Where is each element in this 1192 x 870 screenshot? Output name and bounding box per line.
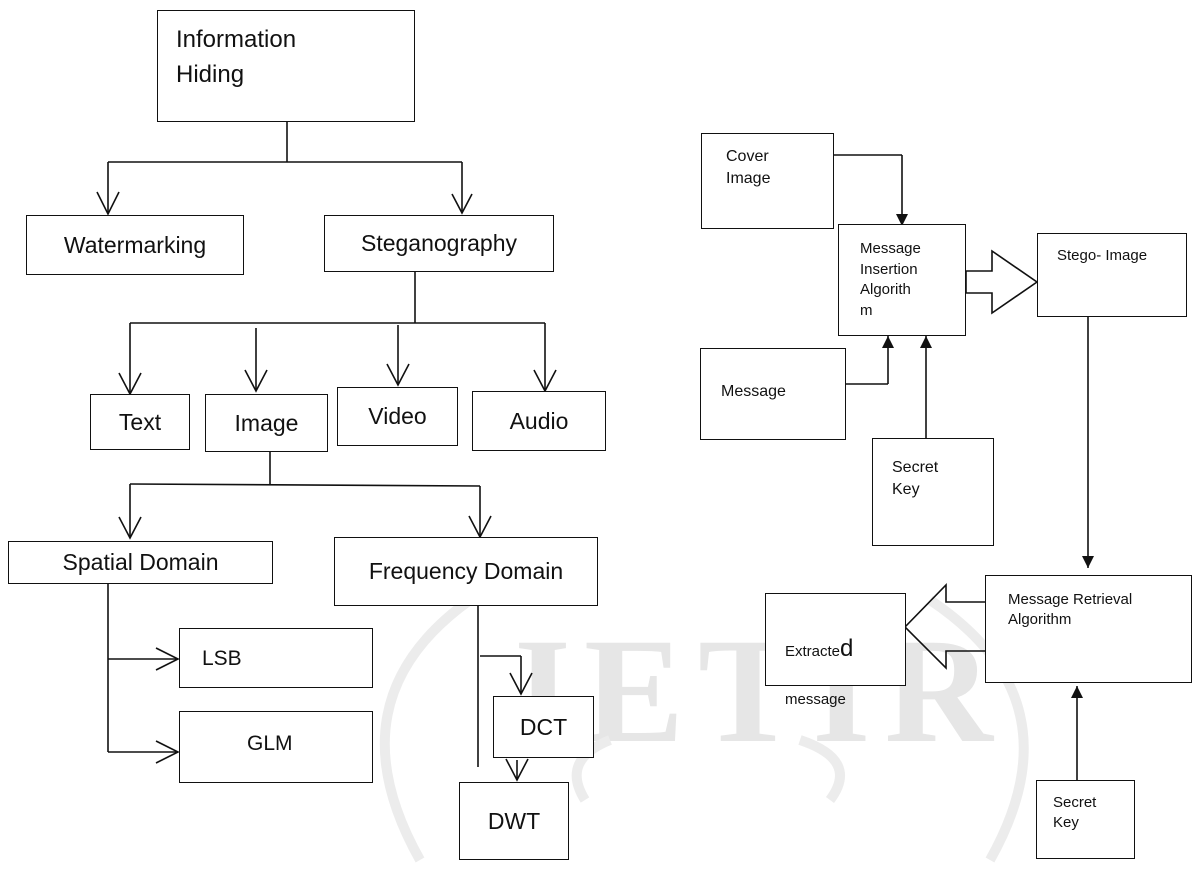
- watermark-leaf-left: [571, 735, 612, 803]
- dwt-node: DWT: [459, 782, 569, 860]
- text-node: Text: [90, 394, 190, 450]
- dct-node: DCT: [493, 696, 594, 758]
- arrowhead: [118, 516, 142, 540]
- secret-key-node-1: Secret Key: [872, 438, 994, 546]
- message-label: Message: [721, 383, 786, 400]
- connector: [129, 483, 481, 487]
- glm-node: GLM: [179, 711, 373, 783]
- arrowhead: [509, 672, 533, 696]
- extracted-d-large: d: [840, 634, 854, 662]
- arrowhead: [896, 214, 908, 226]
- arrowhead: [386, 363, 410, 387]
- lsb-node: LSB: [179, 628, 373, 688]
- block-arrow: [965, 249, 1039, 315]
- information-hiding-label: Information Hiding: [176, 26, 297, 88]
- video-node: Video: [337, 387, 458, 446]
- extracted-message-node: Extracted message: [765, 593, 906, 708]
- arrowhead: [96, 191, 120, 216]
- secret-key-label-2: Secret Key: [1053, 794, 1097, 832]
- extracted-word: Extracte: [785, 642, 841, 660]
- arrowhead: [451, 193, 473, 215]
- message-insertion-node: Message Insertion Algorith m: [838, 224, 966, 336]
- extracted-message-word: message: [785, 691, 846, 708]
- cover-image-label: Cover Image: [726, 148, 771, 187]
- spatial-domain-node: Spatial Domain: [8, 541, 273, 584]
- frequency-domain-node: Frequency Domain: [334, 537, 598, 606]
- message-insertion-label: Message Insertion Algorith m: [860, 240, 921, 320]
- arrowhead: [244, 369, 268, 393]
- glm-label: GLM: [247, 732, 293, 755]
- arrowhead: [505, 758, 529, 782]
- stego-image-node: Stego- Image: [1037, 233, 1187, 317]
- watermark-leaf-right: [798, 735, 845, 803]
- arrowhead: [882, 336, 894, 348]
- secret-key-label-1: Secret Key: [892, 459, 939, 498]
- arrowhead: [1071, 686, 1083, 698]
- steganography-node: Steganography: [324, 215, 554, 272]
- arrowhead: [155, 647, 180, 671]
- arrowhead: [1082, 556, 1094, 568]
- message-node: Message: [700, 348, 846, 440]
- secret-key-node-2: Secret Key: [1036, 780, 1135, 859]
- arrowhead: [920, 336, 932, 348]
- watermark-arc-right: [927, 595, 1029, 863]
- extracted-message-label: Extracted message: [785, 608, 853, 712]
- cover-image-node: Cover Image: [701, 133, 834, 229]
- stego-image-label: Stego- Image: [1057, 247, 1148, 264]
- block-arrow: [903, 583, 988, 670]
- image-node: Image: [205, 394, 328, 452]
- arrowhead: [155, 740, 180, 764]
- watermark-emblem: [379, 595, 1029, 863]
- audio-node: Audio: [472, 391, 606, 451]
- watermark-arc-left: [379, 595, 473, 863]
- watermarking-node: Watermarking: [26, 215, 244, 275]
- information-hiding-node: Information Hiding: [157, 10, 415, 122]
- lsb-label: LSB: [202, 647, 242, 670]
- message-retrieval-label: Message Retrieval Algorithm: [1008, 591, 1133, 629]
- message-retrieval-node: Message Retrieval Algorithm: [985, 575, 1192, 683]
